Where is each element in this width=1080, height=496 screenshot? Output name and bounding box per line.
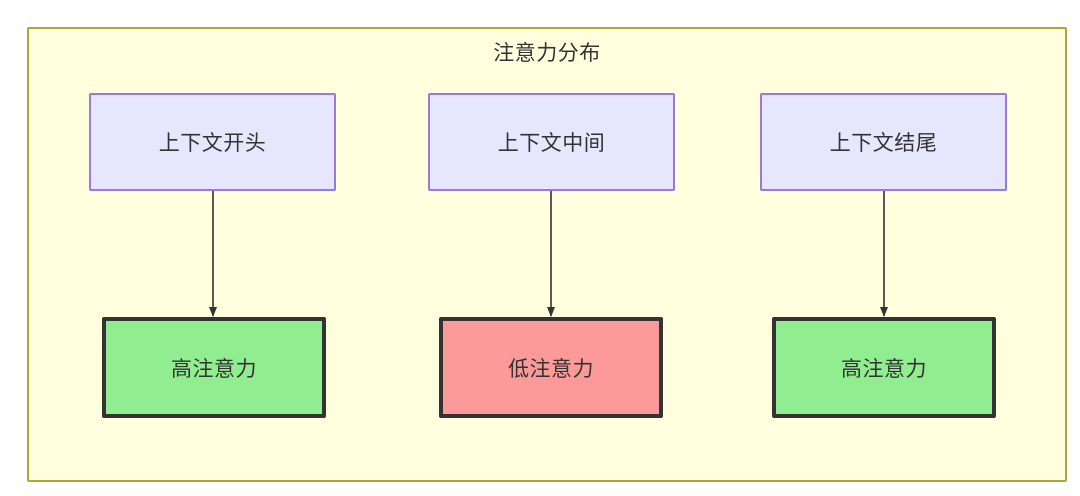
node-context-end[interactable]: 上下文结尾 bbox=[760, 93, 1007, 191]
node-label: 上下文开头 bbox=[158, 132, 267, 155]
subgraph-title: 注意力分布 bbox=[493, 42, 601, 65]
node-context-middle[interactable]: 上下文中间 bbox=[428, 93, 675, 191]
node-label: 上下文结尾 bbox=[829, 132, 938, 155]
node-context-start[interactable]: 上下文开头 bbox=[89, 93, 336, 191]
node-label: 低注意力 bbox=[508, 357, 594, 381]
node-label: 上下文中间 bbox=[497, 132, 606, 155]
node-label: 高注意力 bbox=[841, 357, 927, 381]
node-attention-high-start[interactable]: 高注意力 bbox=[102, 317, 326, 418]
node-attention-low-middle[interactable]: 低注意力 bbox=[439, 317, 663, 418]
node-attention-high-end[interactable]: 高注意力 bbox=[772, 317, 996, 418]
node-label: 高注意力 bbox=[171, 357, 257, 381]
